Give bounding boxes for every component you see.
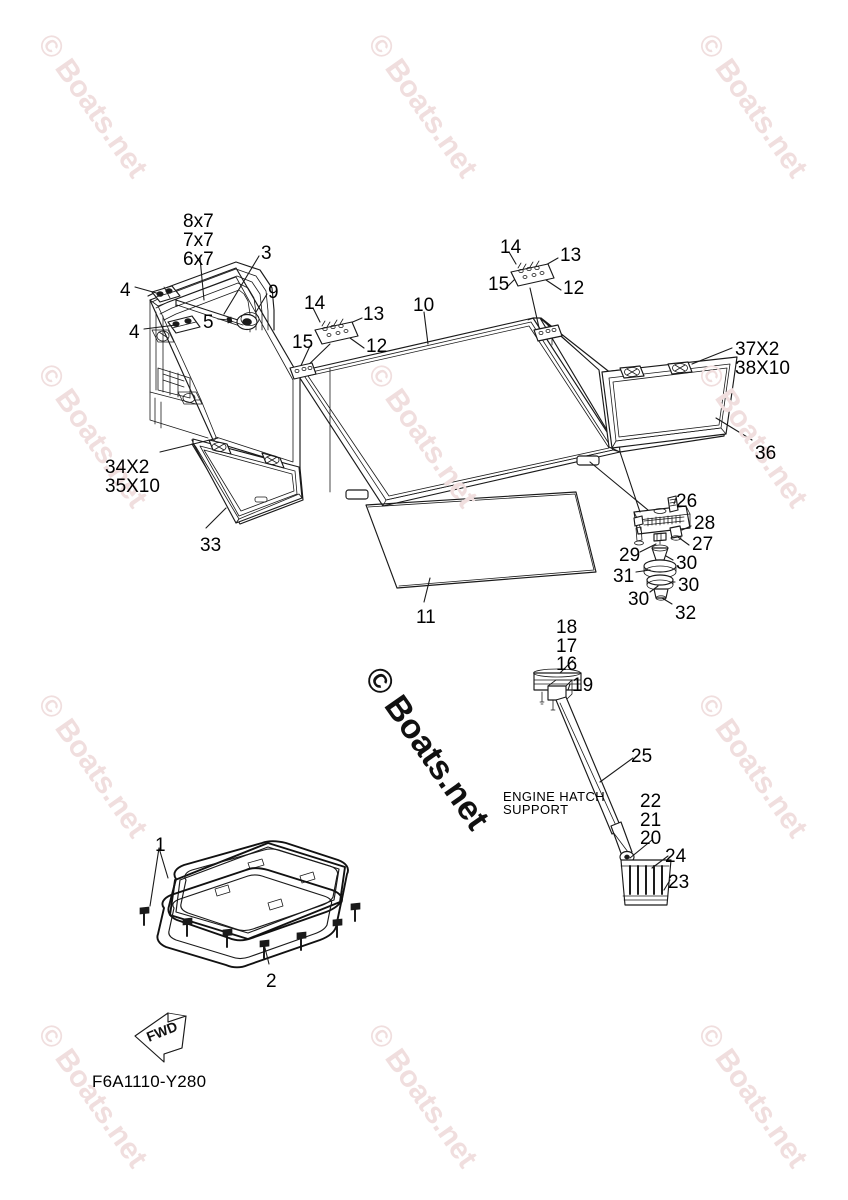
callout-6x7: 6x7 bbox=[183, 249, 214, 270]
callout-13: 13 bbox=[560, 245, 582, 266]
deck-hatch-assembly bbox=[139, 840, 361, 969]
callout-7x7: 7x7 bbox=[183, 230, 214, 251]
hinge-caps-right bbox=[619, 361, 693, 379]
callout-24: 24 bbox=[665, 846, 687, 867]
pin-5 bbox=[226, 316, 244, 326]
engine-hatch-support-strut bbox=[533, 668, 672, 906]
callout-34x2: 34X2 bbox=[105, 457, 150, 478]
hinge-bracket-upper bbox=[151, 285, 181, 303]
callout-11: 11 bbox=[416, 607, 436, 628]
callout-30: 30 bbox=[676, 553, 698, 574]
callout-13: 13 bbox=[363, 304, 385, 325]
callout-36: 36 bbox=[755, 443, 777, 464]
annotation-line-1: ENGINE HATCH bbox=[503, 789, 606, 804]
callout-4: 4 bbox=[120, 280, 131, 301]
callout-9: 9 bbox=[268, 282, 279, 303]
hinge-bracket-lower bbox=[167, 315, 201, 334]
callout-16: 16 bbox=[556, 654, 578, 675]
callout-37x2: 37X2 bbox=[735, 339, 780, 360]
callout-21: 21 bbox=[640, 810, 662, 831]
callout-4: 4 bbox=[129, 322, 140, 343]
callout-2: 2 bbox=[266, 971, 277, 992]
engine-hatch-support-annotation: ENGINE HATCH SUPPORT bbox=[503, 790, 605, 816]
windshield-frame-assembly bbox=[147, 261, 301, 469]
callout-33: 33 bbox=[200, 535, 222, 556]
annotation-line-2: SUPPORT bbox=[503, 802, 569, 817]
right-hatch-panel-36 bbox=[539, 317, 738, 453]
leader-lines bbox=[134, 251, 753, 965]
callout-28: 28 bbox=[694, 513, 716, 534]
callout-27: 27 bbox=[692, 534, 714, 555]
callout-26: 26 bbox=[676, 491, 698, 512]
callout-32: 32 bbox=[675, 603, 697, 624]
callout-29: 29 bbox=[619, 545, 641, 566]
callout-30: 30 bbox=[628, 589, 650, 610]
callout-18: 18 bbox=[556, 617, 578, 638]
fwd-arrow-marker: FWD bbox=[134, 1012, 187, 1063]
callout-10: 10 bbox=[413, 295, 435, 316]
window-panel-11 bbox=[365, 491, 597, 589]
hinge-caps-left bbox=[208, 439, 285, 469]
callout-17: 17 bbox=[556, 636, 578, 657]
callout-35x10: 35X10 bbox=[105, 476, 160, 497]
callout-1: 1 bbox=[155, 835, 166, 856]
left-hatch-panel-33 bbox=[191, 438, 304, 525]
callout-38x10: 38X10 bbox=[735, 358, 790, 379]
callout-3: 3 bbox=[261, 243, 272, 264]
callout-20: 20 bbox=[640, 828, 662, 849]
callout-8x7: 8x7 bbox=[183, 211, 214, 232]
bracket-screws bbox=[629, 865, 663, 895]
callout-12: 12 bbox=[563, 278, 585, 299]
callout-15: 15 bbox=[292, 332, 314, 353]
rubber-mount-assembly bbox=[633, 495, 691, 601]
callout-25: 25 bbox=[631, 746, 653, 767]
part-number-label: F6A1110-Y280 bbox=[92, 1072, 207, 1091]
callout-19: 19 bbox=[572, 675, 594, 696]
callout-22: 22 bbox=[640, 791, 662, 812]
callout-30: 30 bbox=[678, 575, 700, 596]
callout-5: 5 bbox=[203, 312, 214, 333]
hatch-screws bbox=[139, 902, 361, 959]
callout-14: 14 bbox=[304, 293, 326, 314]
callout-23: 23 bbox=[668, 872, 690, 893]
callout-12: 12 bbox=[366, 336, 388, 357]
callout-15: 15 bbox=[488, 274, 510, 295]
callout-31: 31 bbox=[613, 566, 635, 587]
callout-14: 14 bbox=[500, 237, 522, 258]
